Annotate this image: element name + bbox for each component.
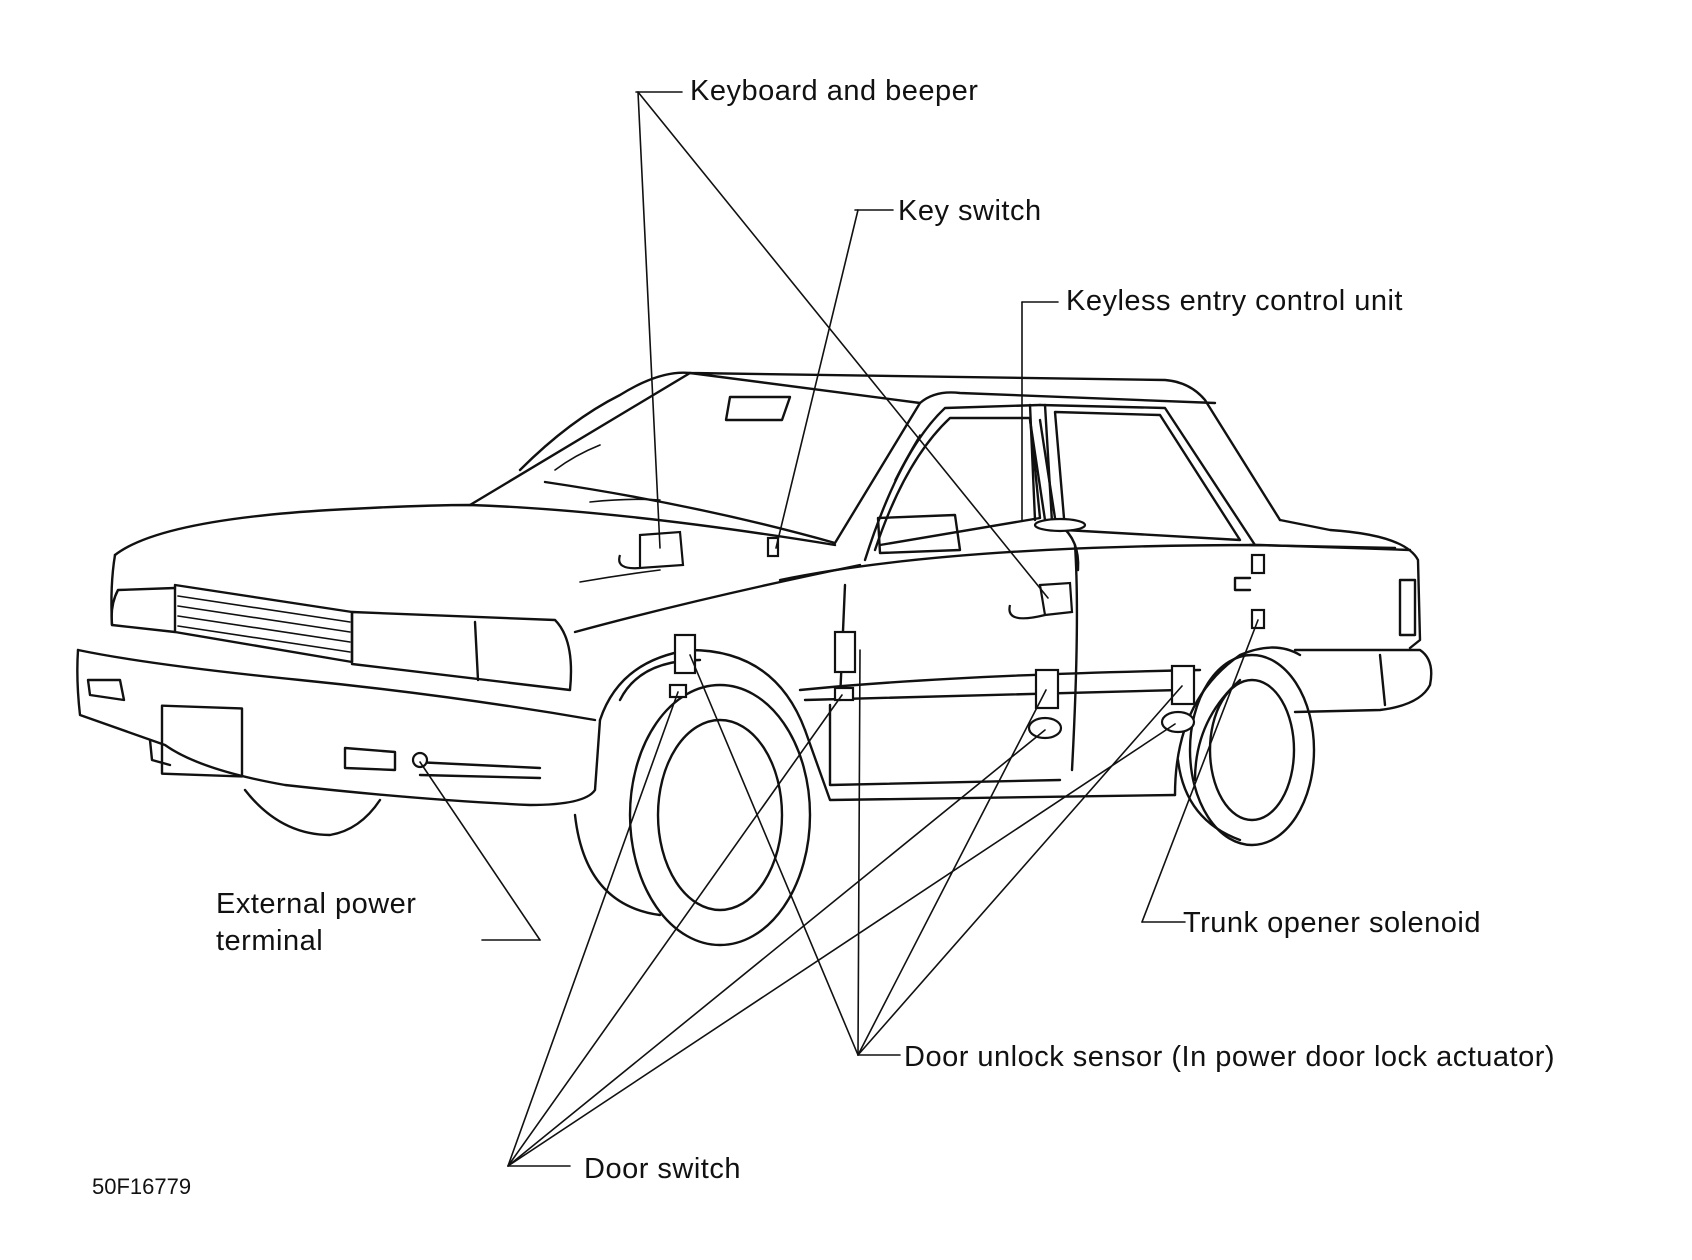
door-unlock-sensor-front-right: [833, 630, 857, 674]
figure-code: 50F16779: [92, 1174, 191, 1199]
windshield: [468, 371, 922, 545]
car-roof: [518, 371, 1282, 522]
keyboard-beeper-component-2: [1008, 581, 1074, 620]
front-door-window: [873, 416, 1042, 552]
door-switch-front-right: [833, 686, 855, 702]
car-illustration: [76, 371, 1433, 947]
door-switch-rear-left: [1027, 716, 1063, 740]
label-key-switch: Key switch: [898, 195, 1042, 227]
front-bumper: [76, 648, 602, 807]
trunk: [1278, 518, 1422, 650]
headlight: [350, 610, 573, 692]
trunk-lock-component: [1250, 608, 1266, 630]
grille: [173, 583, 354, 664]
rear-door-window: [1053, 410, 1242, 542]
label-external-power-2: terminal: [216, 925, 323, 957]
door-switch-front-left: [668, 683, 688, 699]
rear-bumper: [1293, 648, 1433, 714]
door-unlock-sensor-rear-right: [1170, 664, 1196, 706]
door-unlock-sensor-front-left: [673, 633, 697, 675]
label-trunk-opener: Trunk opener solenoid: [1183, 907, 1481, 939]
label-door-switch: Door switch: [584, 1153, 741, 1185]
front-wheel: [573, 683, 812, 947]
license-plate: [160, 704, 244, 778]
label-keyboard-beeper: Keyboard and beeper: [690, 75, 978, 107]
trunk-opener-solenoid-component: [1250, 553, 1266, 575]
hood: [113, 503, 837, 557]
labels: Keyboard and beeper Key switch Keyless e…: [92, 75, 1555, 1199]
keyless-control-unit-component: [1033, 517, 1087, 533]
label-keyless-control-unit: Keyless entry control unit: [1066, 285, 1403, 317]
label-door-unlock-sensor: Door unlock sensor (In power door lock a…: [904, 1041, 1555, 1073]
keyboard-beeper-component-1: [618, 530, 685, 570]
key-switch-component: [766, 536, 780, 558]
rear-wheel: [1176, 653, 1316, 847]
external-power-terminal-component: [411, 751, 429, 769]
components: [411, 418, 1266, 769]
leader-lines: [419, 91, 1259, 1167]
label-external-power-1: External power: [216, 888, 416, 920]
side-mirror: [876, 513, 962, 555]
